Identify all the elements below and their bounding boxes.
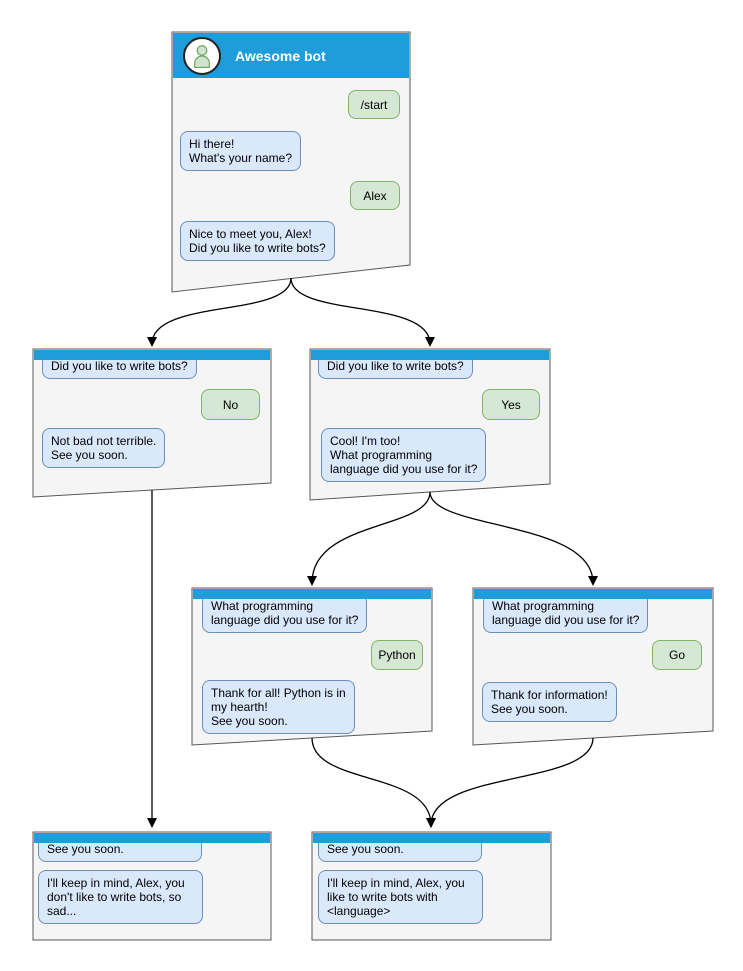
avatar [183, 36, 221, 75]
chat-window-end-yes: See you soon. I'll keep in mind, Alex, y… [312, 832, 551, 940]
chat-title: Awesome bot [235, 47, 326, 64]
edge-go-to-end [426, 737, 594, 828]
user-message-answer: Yes [482, 389, 540, 420]
bot-message-reply: Thank for all! Python is in my hearth! S… [202, 680, 355, 734]
chat-window-root: Awesome bot /start Hi there! What's your… [172, 32, 410, 292]
window-titlebar [34, 350, 270, 360]
bot-message-summary: I'll keep in mind, Alex, you don't like … [38, 870, 203, 924]
bot-message-reply: Not bad not terrible. See you soon. [42, 428, 166, 468]
bot-message-question: Nice to meet you, Alex! Did you like to … [180, 221, 335, 261]
bot-message-question: What programming language did you use fo… [483, 593, 649, 633]
window-titlebar [313, 833, 550, 843]
chat-window-go-branch: What programming language did you use fo… [473, 588, 713, 745]
window-titlebar [311, 350, 549, 360]
edge-yes-to-python [307, 491, 431, 586]
user-message-answer: No [201, 389, 260, 420]
window-titlebar [34, 833, 270, 843]
chat-window-yes-branch: Did you like to write bots? Yes Cool! I'… [310, 349, 550, 500]
person-icon [194, 44, 210, 68]
window-titlebar [193, 589, 431, 599]
bot-message-reply: Thank for information! See you soon. [482, 682, 617, 722]
edge-root-to-no [147, 277, 292, 347]
edge-yes-to-go [429, 491, 598, 586]
chat-window-no-branch: Did you like to write bots? No Not bad n… [33, 349, 271, 497]
bot-message-greeting: Hi there! What's your name? [180, 131, 302, 171]
chat-window-end-no: See you soon. I'll keep in mind, Alex, y… [33, 832, 271, 940]
bot-message-question: What programming language did you use fo… [202, 593, 368, 633]
window-titlebar [474, 589, 712, 599]
edge-python-to-end [311, 737, 436, 828]
user-message-name: Alex [350, 181, 400, 210]
user-message-answer: Go [652, 640, 702, 670]
edge-root-to-yes [290, 277, 435, 347]
user-message-start: /start [348, 90, 400, 119]
bot-message-reply: Cool! I'm too! What programming language… [321, 428, 487, 482]
chat-header: Awesome bot [173, 33, 409, 78]
bot-message-summary: I'll keep in mind, Alex, you like to wri… [318, 870, 483, 924]
chat-window-python-branch: What programming language did you use fo… [192, 588, 432, 745]
user-message-answer: Python [371, 640, 423, 670]
